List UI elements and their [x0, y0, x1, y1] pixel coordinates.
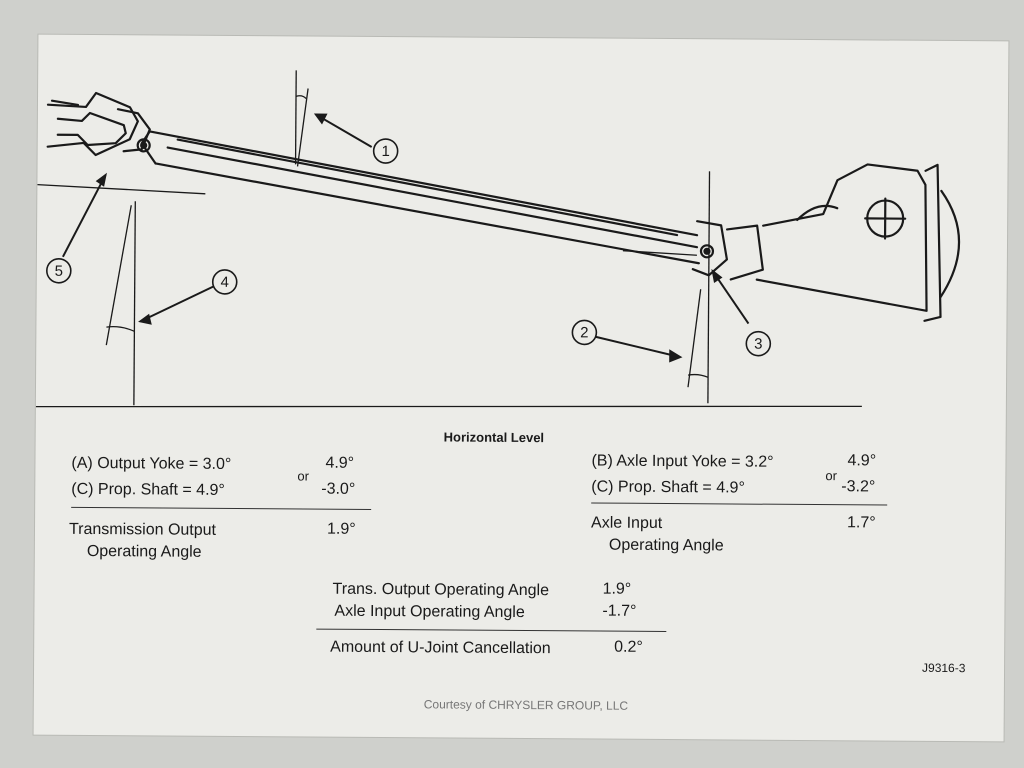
driveshaft-diagram: 1 2 3 4 5	[35, 70, 961, 408]
callout-4	[211, 269, 238, 295]
courtesy-credit: Courtesy of CHRYSLER GROUP, LLC	[423, 697, 629, 713]
callout-3-label: 3	[754, 336, 762, 353]
output-yoke-angle-line	[105, 205, 132, 346]
trans-output-label-1: Transmission Output	[68, 520, 217, 539]
summary-trans-value: 1.9°	[602, 580, 632, 598]
output-vertical-ref	[133, 201, 136, 406]
callout-3	[745, 330, 772, 357]
trans-output-value: 1.9°	[326, 520, 356, 538]
diagram-sheet: 1 2 3 4 5 Horizontal Level (A) Output Yo…	[33, 34, 1009, 742]
transmission-output-yoke	[46, 91, 151, 157]
summary-trans-label: Trans. Output Operating Angle	[332, 580, 550, 600]
callout-1	[372, 138, 399, 164]
or-right: or	[825, 468, 838, 484]
axle-input-label-2: Operating Angle	[608, 536, 724, 555]
callout-4-label: 4	[220, 274, 228, 291]
figure-id: J9316-3	[922, 660, 966, 676]
axle-vertical-ref	[707, 171, 711, 404]
callout-2-label: 2	[580, 324, 588, 341]
angle-1-ref-vertical	[294, 70, 297, 165]
summary-cancel-value: 0.2°	[614, 638, 643, 656]
callout-2	[571, 319, 598, 346]
right-alt-bottom: -3.2°	[841, 478, 876, 496]
callout-1-label: 1	[381, 143, 389, 160]
axle-input-yoke	[691, 220, 764, 281]
axle-input-yoke-row: (B) Axle Input Yoke = 3.2°	[591, 452, 774, 471]
prop-shaft-row-right: (C) Prop. Shaft = 4.9°	[591, 478, 745, 497]
or-left: or	[297, 468, 309, 484]
differential-housing	[755, 163, 961, 322]
left-alt-top: 4.9°	[325, 454, 355, 472]
propeller-shaft	[140, 130, 700, 265]
axle-input-value: 1.7°	[847, 514, 876, 532]
trans-output-label-2: Operating Angle	[86, 542, 202, 561]
summary-axle-value: -1.7°	[602, 602, 637, 620]
angle-1-yoke-line	[296, 88, 309, 167]
right-alt-top: 4.9°	[847, 452, 877, 470]
output-yoke-row: (A) Output Yoke = 3.0°	[71, 454, 232, 473]
left-alt-bottom: -3.0°	[321, 480, 356, 498]
callout-5	[46, 257, 72, 284]
axle-input-label-1: Axle Input	[590, 514, 663, 532]
axle-angle-line	[687, 289, 702, 388]
prop-shaft-row-left: (C) Prop. Shaft = 4.9°	[71, 480, 225, 499]
summary-axle-label: Axle Input Operating Angle	[334, 602, 525, 622]
horizontal-level-line	[35, 405, 862, 408]
summary-cancel-label: Amount of U-Joint Cancellation	[330, 638, 551, 658]
callout-5-label: 5	[55, 263, 63, 280]
horizontal-level-heading: Horizontal Level	[443, 429, 545, 446]
